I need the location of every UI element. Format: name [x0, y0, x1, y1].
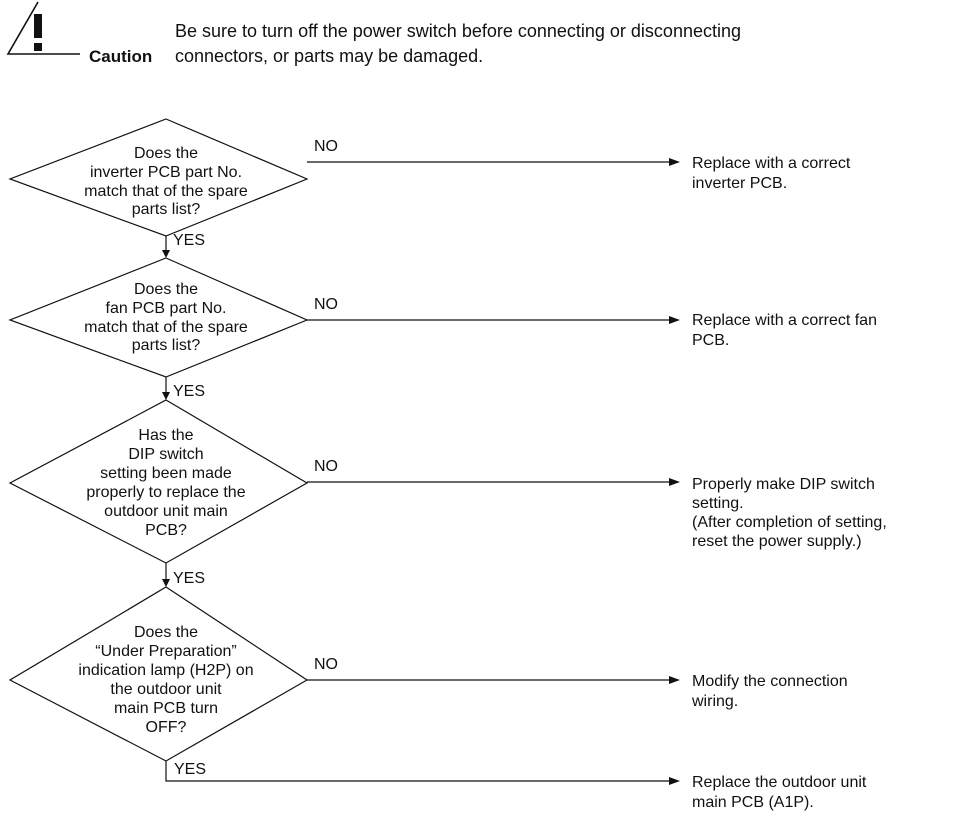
- no-action-text-line: (After completion of setting,: [692, 514, 887, 531]
- decision-text-line: “Under Preparation”: [95, 643, 236, 660]
- no-label: NO: [314, 656, 338, 673]
- yes-arrow-head: [162, 392, 170, 400]
- warning-triangle-icon: [6, 1, 80, 55]
- no-action-text-line: wiring.: [691, 693, 738, 710]
- no-arrow-head: [669, 478, 680, 486]
- no-action-text-line: reset the power supply.): [692, 533, 862, 550]
- yes-label: YES: [174, 761, 206, 778]
- decision-text-line: Has the: [138, 427, 193, 444]
- decision-text-line: DIP switch: [128, 446, 203, 463]
- decision-text-line: PCB?: [145, 522, 187, 539]
- decision-text-line: parts list?: [132, 201, 201, 218]
- decision-text-line: properly to replace the: [86, 484, 245, 501]
- yes-arrow-head: [162, 579, 170, 587]
- decision-dip-switch: Has the DIP switch setting been made pro…: [8, 399, 887, 587]
- decision-inverter-pcb: Does the inverter PCB part No. match tha…: [8, 118, 851, 258]
- yes-label: YES: [173, 232, 205, 249]
- yes-arrow-head: [669, 777, 680, 785]
- decision-text-line: outdoor unit main: [104, 503, 228, 520]
- decision-fan-pcb: Does the fan PCB part No. match that of …: [8, 257, 877, 400]
- no-action-text-line: Modify the connection: [692, 673, 848, 690]
- decision-text-line: the outdoor unit: [110, 681, 222, 698]
- decision-text-line: Does the: [134, 145, 198, 162]
- caution-label: Caution: [89, 47, 152, 66]
- decision-text-line: inverter PCB part No.: [90, 164, 242, 181]
- no-arrow-head: [669, 676, 680, 684]
- no-action-text-line: inverter PCB.: [692, 175, 787, 192]
- yes-arrow-head: [162, 250, 170, 258]
- caution-header: Caution Be sure to turn off the power sw…: [6, 1, 741, 66]
- no-label: NO: [314, 458, 338, 475]
- decision-text-line: indication lamp (H2P) on: [78, 662, 253, 679]
- yes-label: YES: [173, 570, 205, 587]
- no-arrow-head: [669, 158, 680, 166]
- decision-text-line: Does the: [134, 281, 198, 298]
- decision-text-line: setting been made: [100, 465, 232, 482]
- decision-text-line: parts list?: [132, 337, 201, 354]
- no-label: NO: [314, 296, 338, 313]
- decision-text-line: match that of the spare: [84, 183, 248, 200]
- final-action-text-line: main PCB (A1P).: [692, 794, 814, 811]
- caution-text-line-1: Be sure to turn off the power switch bef…: [175, 21, 741, 41]
- decision-diamond: [8, 257, 309, 378]
- decision-text-line: fan PCB part No.: [106, 300, 227, 317]
- yes-branch-line: [165, 761, 669, 782]
- yes-label: YES: [173, 383, 205, 400]
- no-label: NO: [314, 138, 338, 155]
- no-action-text-line: Replace with a correct fan: [692, 312, 877, 329]
- decision-text-line: main PCB turn: [114, 700, 218, 717]
- decision-text-line: Does the: [134, 624, 198, 641]
- final-action-text-line: Replace the outdoor unit: [692, 774, 867, 791]
- decision-indication-lamp: Does the “Under Preparation” indication …: [8, 586, 848, 785]
- no-arrow-head: [669, 316, 680, 324]
- decision-text-line: match that of the spare: [84, 319, 248, 336]
- caution-text-line-2: connectors, or parts may be damaged.: [175, 46, 483, 66]
- no-action-text-line: PCB.: [692, 332, 729, 349]
- no-action-text-line: Replace with a correct: [692, 155, 851, 172]
- final-action: Replace the outdoor unit main PCB (A1P).: [692, 774, 867, 811]
- no-action-text-line: setting.: [692, 495, 744, 512]
- decision-text-line: OFF?: [146, 719, 187, 736]
- no-action-text-line: Properly make DIP switch: [692, 476, 875, 493]
